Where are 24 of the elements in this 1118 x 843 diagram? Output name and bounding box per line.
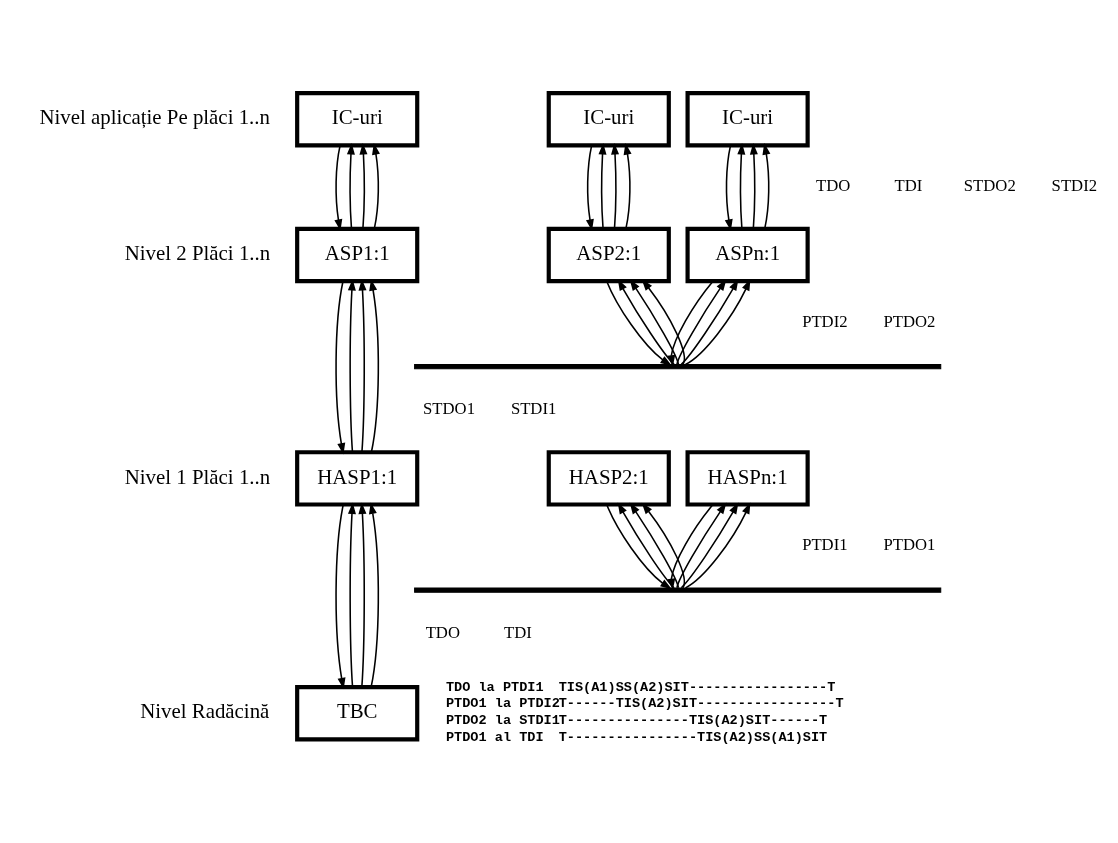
- label: T----------------TIS(A2)SS(A1)SIT: [558, 729, 828, 745]
- label: PTDO1 la PTDI2: [445, 695, 560, 711]
- label: Nivel 2 Plăci 1..n: [124, 240, 271, 265]
- label: TDI: [504, 622, 532, 642]
- label: PTDO1: [883, 534, 936, 554]
- label: PTDI1: [802, 534, 848, 554]
- label: PTDI2: [802, 311, 848, 331]
- label: TDO: [816, 175, 851, 195]
- label: TDO: [425, 622, 460, 642]
- label: TIS(A1)SS(A2)SIT-----------------T: [558, 679, 836, 695]
- label: STDI2: [1051, 175, 1098, 195]
- label: STDO1: [423, 398, 476, 418]
- label: Nivel Radăcină: [140, 698, 270, 723]
- label: TDO la PTDI1: [445, 679, 544, 695]
- label: Nivel aplicație Pe plăci 1..n: [39, 104, 270, 129]
- label: PTDO2 la STDI1: [445, 712, 560, 728]
- label: STDO2: [963, 175, 1016, 195]
- label: PTDO1 al TDI: [445, 729, 544, 745]
- label: STDI1: [510, 398, 557, 418]
- label: T---------------TIS(A2)SIT------T: [558, 712, 828, 728]
- label: T------TIS(A2)SIT-----------------T: [558, 695, 844, 711]
- label: PTDO2: [883, 311, 936, 331]
- label: Nivel 1 Plăci 1..n: [124, 464, 271, 489]
- label: TDI: [894, 175, 923, 195]
